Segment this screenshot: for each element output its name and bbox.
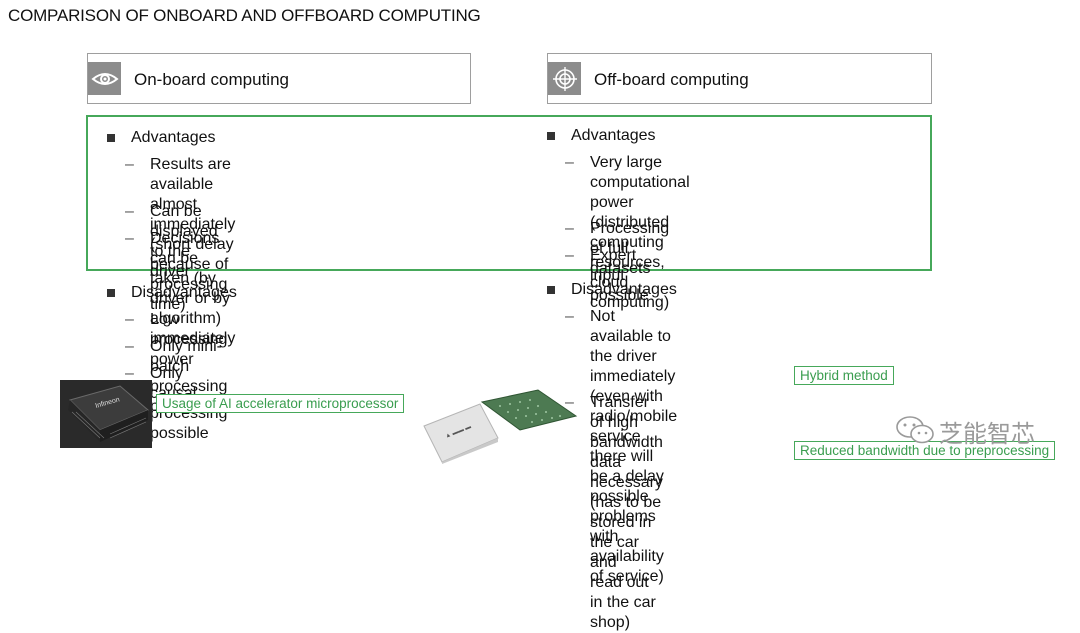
onboard-header-label: On-board computing bbox=[134, 70, 289, 89]
page-title: COMPARISON OF ONBOARD AND OFFBOARD COMPU… bbox=[8, 6, 481, 25]
bullet-square bbox=[107, 134, 115, 142]
offboard-header-label: Off-board computing bbox=[594, 70, 749, 89]
infineon-chip-image: Infineon bbox=[60, 380, 152, 448]
bullet-square bbox=[547, 286, 555, 294]
advantages-highlight-box bbox=[86, 115, 932, 271]
bullet-square bbox=[547, 132, 555, 140]
bullet-square bbox=[107, 289, 115, 297]
hybrid-method-tag: Hybrid method bbox=[794, 366, 894, 385]
offboard-header: Off-board computing bbox=[547, 53, 932, 104]
eye-icon bbox=[88, 62, 121, 95]
wechat-icon bbox=[896, 416, 934, 444]
processor-chip-image: ▲ ▬▬ ▬ bbox=[420, 386, 580, 464]
watermark-text: 芝能智芯 bbox=[939, 420, 1035, 448]
ai-accelerator-tag: Usage of AI accelerator microprocessor bbox=[156, 394, 405, 413]
crosshair-icon bbox=[548, 62, 581, 95]
watermark: 芝能智芯 bbox=[895, 412, 1045, 448]
onboard-header: On-board computing bbox=[87, 53, 471, 104]
reduced-bandwidth-tag: Reduced bandwidth due to preprocessing bbox=[794, 441, 1056, 460]
